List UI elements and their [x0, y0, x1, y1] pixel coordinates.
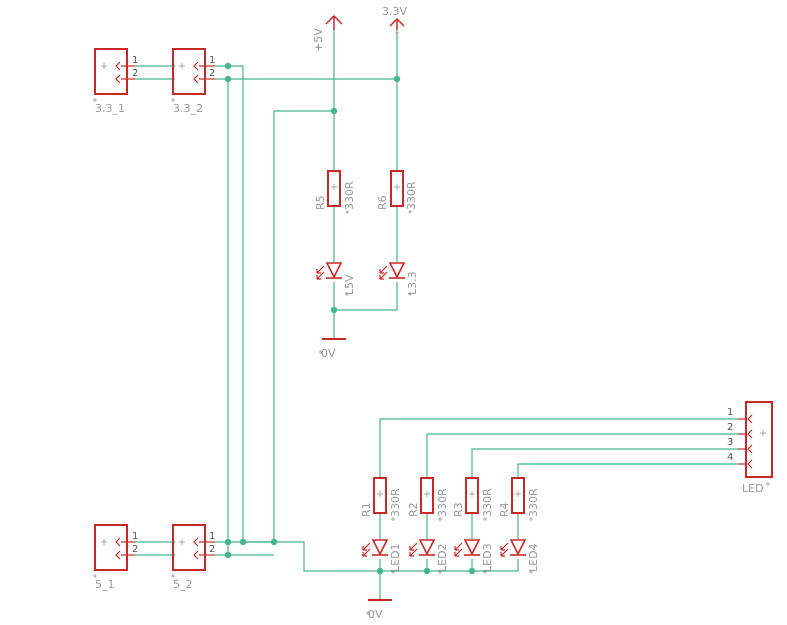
pin-number: 1 — [727, 407, 733, 418]
led-label: LED2 — [436, 543, 449, 572]
connector-3v3-2: 1 2 3.3_2 — [172, 48, 215, 115]
led-led2: LED2 — [409, 539, 449, 572]
origin-markers — [93, 31, 533, 615]
led-l5v: L5V — [316, 262, 356, 295]
resistor-value: 330R — [527, 488, 540, 517]
junction — [224, 551, 232, 559]
junction — [330, 107, 338, 115]
junction — [376, 567, 384, 575]
supply-5v: +5V — [312, 14, 343, 52]
ground-top: 0V — [321, 338, 346, 360]
resistor-r3: R3 330R — [452, 477, 494, 517]
ground-bottom: 0V — [368, 599, 392, 621]
connector-3v3-1: 1 2 3.3_1 — [94, 48, 138, 115]
pin-number: 1 — [132, 55, 138, 66]
pin-number: 2 — [209, 68, 215, 79]
pin-number: 1 — [132, 531, 138, 542]
resistor-r2: R2 330R — [407, 477, 449, 517]
pin-number: 1 — [209, 55, 215, 66]
led-led4: LED4 — [500, 539, 540, 572]
junction — [239, 538, 247, 546]
junction — [468, 567, 476, 575]
resistor-name: R5 — [314, 195, 327, 210]
resistor-r5: R5 330R — [314, 170, 356, 210]
led-label: L3.3 — [406, 271, 419, 295]
junction — [393, 75, 401, 83]
resistor-r6: R6 330R — [376, 170, 418, 210]
resistor-value: 330R — [481, 488, 494, 517]
pin-number: 2 — [209, 544, 215, 555]
pin-number: 3 — [727, 437, 733, 448]
wires — [135, 28, 738, 600]
resistor-name: R6 — [376, 195, 389, 210]
junction — [423, 567, 431, 575]
pin-number: 4 — [727, 452, 733, 463]
led-label: LED4 — [527, 543, 540, 572]
resistor-r4: R4 330R — [498, 477, 540, 517]
pin-number: 2 — [727, 422, 733, 433]
resistor-value: 330R — [389, 488, 402, 517]
resistor-value: 330R — [436, 488, 449, 517]
led-led1: LED1 — [362, 539, 402, 572]
resistor-name: R4 — [498, 502, 511, 517]
connector-label: 5_1 — [95, 578, 115, 591]
resistor-name: R3 — [452, 502, 465, 517]
connector-label: 3.3_1 — [95, 102, 125, 115]
led-label: LED3 — [481, 543, 494, 572]
junction — [270, 538, 278, 546]
resistor-value: 330R — [405, 181, 418, 210]
resistor-value: 330R — [343, 181, 356, 210]
led-label: LED1 — [389, 543, 402, 572]
led-label: L5V — [343, 274, 356, 295]
supply-3v3: 3.3V — [382, 5, 407, 30]
connector-label: 3.3_2 — [173, 102, 203, 115]
led-led3: LED3 — [454, 539, 494, 572]
connector-5v-1: 1 2 5_1 — [94, 524, 138, 591]
junction — [224, 538, 232, 546]
resistor-name: R2 — [407, 502, 420, 517]
junctions — [224, 62, 476, 575]
junction — [224, 62, 232, 70]
connector-5v-2: 1 2 5_2 — [172, 524, 215, 591]
resistor-r1: R1 330R — [360, 477, 402, 517]
supply-label: +5V — [312, 28, 325, 52]
resistor-name: R1 — [360, 502, 373, 517]
connector-label: 5_2 — [173, 578, 193, 591]
pin-number: 2 — [132, 68, 138, 79]
connector-label: LED — [742, 482, 764, 495]
led-l3v3: L3.3 — [379, 262, 419, 295]
supply-label: 3.3V — [382, 5, 407, 18]
ground-label: 0V — [368, 608, 383, 621]
pin-number: 2 — [132, 544, 138, 555]
connector-led-header: 1 2 3 4 LED — [727, 401, 773, 495]
junction — [330, 306, 338, 314]
junction — [224, 75, 232, 83]
pin-number: 1 — [209, 531, 215, 542]
ground-label: 0V — [321, 347, 336, 360]
